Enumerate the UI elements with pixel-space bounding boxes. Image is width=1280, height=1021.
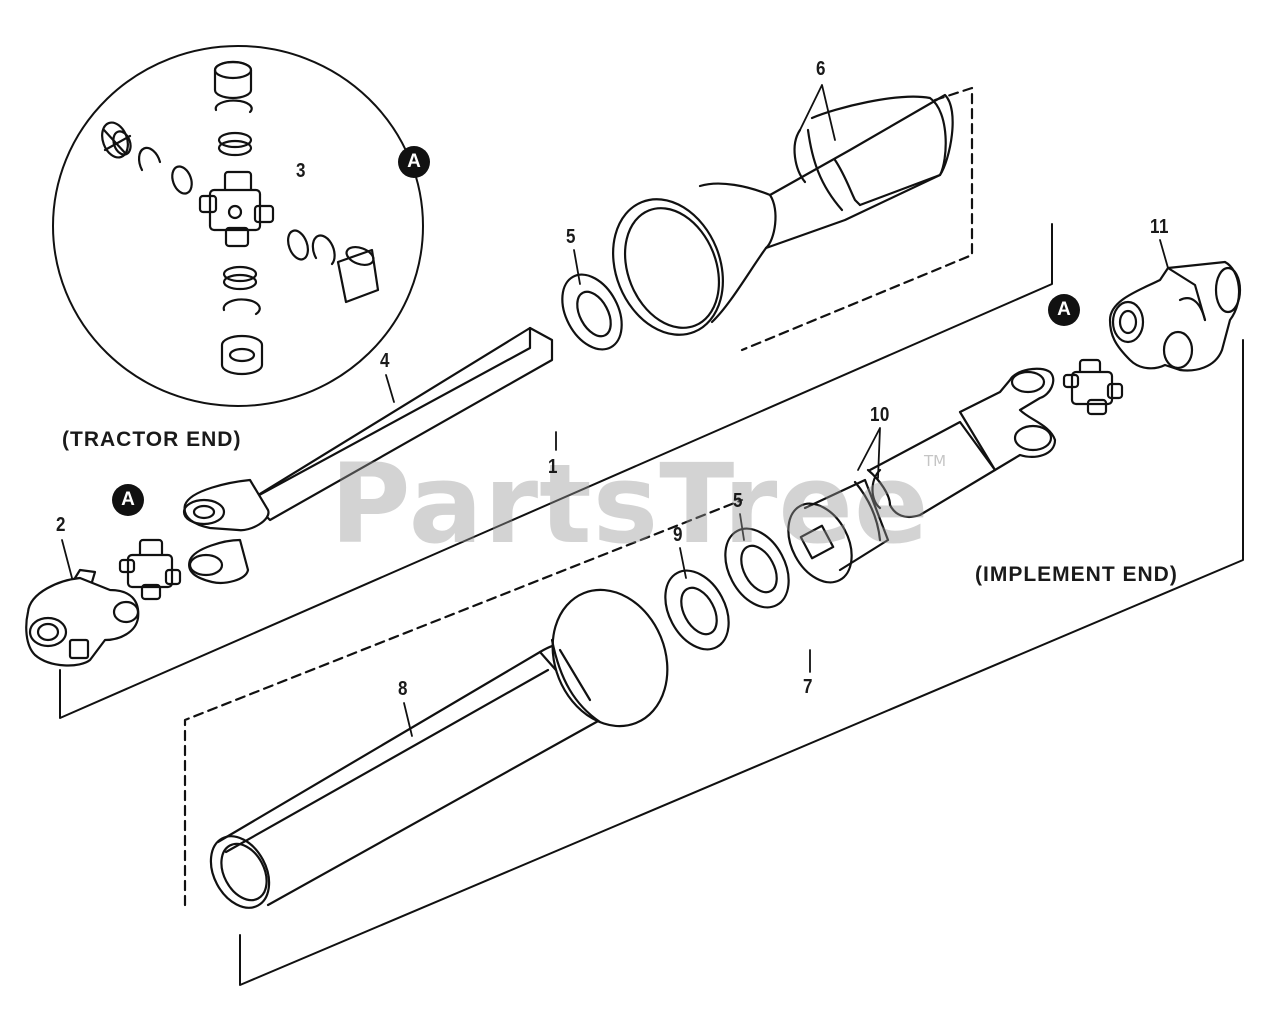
leader-part-9 <box>679 547 687 579</box>
callout-part-9: 9 <box>673 524 683 546</box>
part-9-washer <box>664 569 730 651</box>
callout-part-2: 2 <box>56 514 66 536</box>
callout-part-10: 10 <box>870 404 890 426</box>
bracket-assembly-7 <box>239 339 1244 986</box>
bracket-part-6 <box>740 86 974 352</box>
callout-part-8: 8 <box>398 678 408 700</box>
leader-part-11 <box>1159 239 1169 269</box>
ujoint-cross-tractor <box>118 538 182 601</box>
part-5-washer-lower <box>724 527 790 609</box>
badge-a-tractor: A <box>112 484 144 516</box>
callout-part-4: 4 <box>380 350 390 372</box>
detail-circle-ujoint <box>52 45 424 407</box>
bracket-assembly-1 <box>59 223 1053 719</box>
leader-part-6 <box>799 84 836 141</box>
implement-end-label: (IMPLEMENT END) <box>975 563 1178 586</box>
leader-part-4 <box>385 374 395 403</box>
callout-part-3: 3 <box>296 160 306 182</box>
leader-part-5-top <box>573 249 581 285</box>
yoke-inner-tractor <box>182 478 270 584</box>
badge-a-detail: A <box>398 146 430 178</box>
leader-part-5-lower <box>739 513 745 541</box>
leader-part-8 <box>403 702 413 737</box>
part-5-washer-top <box>561 273 623 351</box>
tractor-end-label: (TRACTOR END) <box>62 428 242 451</box>
callout-part-1: 1 <box>548 456 558 478</box>
part-8-outer-tube <box>209 588 669 909</box>
callout-part-6: 6 <box>816 58 826 80</box>
callout-part-5-lower: 5 <box>733 490 743 512</box>
badge-a-implement: A <box>1048 294 1080 326</box>
callout-part-5-top: 5 <box>566 226 576 248</box>
watermark-trademark: TM <box>924 452 947 470</box>
callout-part-7: 7 <box>803 676 813 698</box>
leader-part-2 <box>61 539 73 579</box>
ujoint-cross-implement <box>1062 358 1124 416</box>
part-11-yoke <box>1108 260 1242 372</box>
part-6-shield-tube <box>612 93 954 336</box>
watermark: PartsTree <box>330 440 930 568</box>
callout-part-11: 11 <box>1150 216 1169 238</box>
leader-part-10 <box>857 427 881 479</box>
bracket-part-8 <box>183 498 744 907</box>
part-10-inner-tube <box>787 420 997 584</box>
yoke-inner-implement <box>958 367 1057 472</box>
part-2-yoke <box>25 568 140 667</box>
